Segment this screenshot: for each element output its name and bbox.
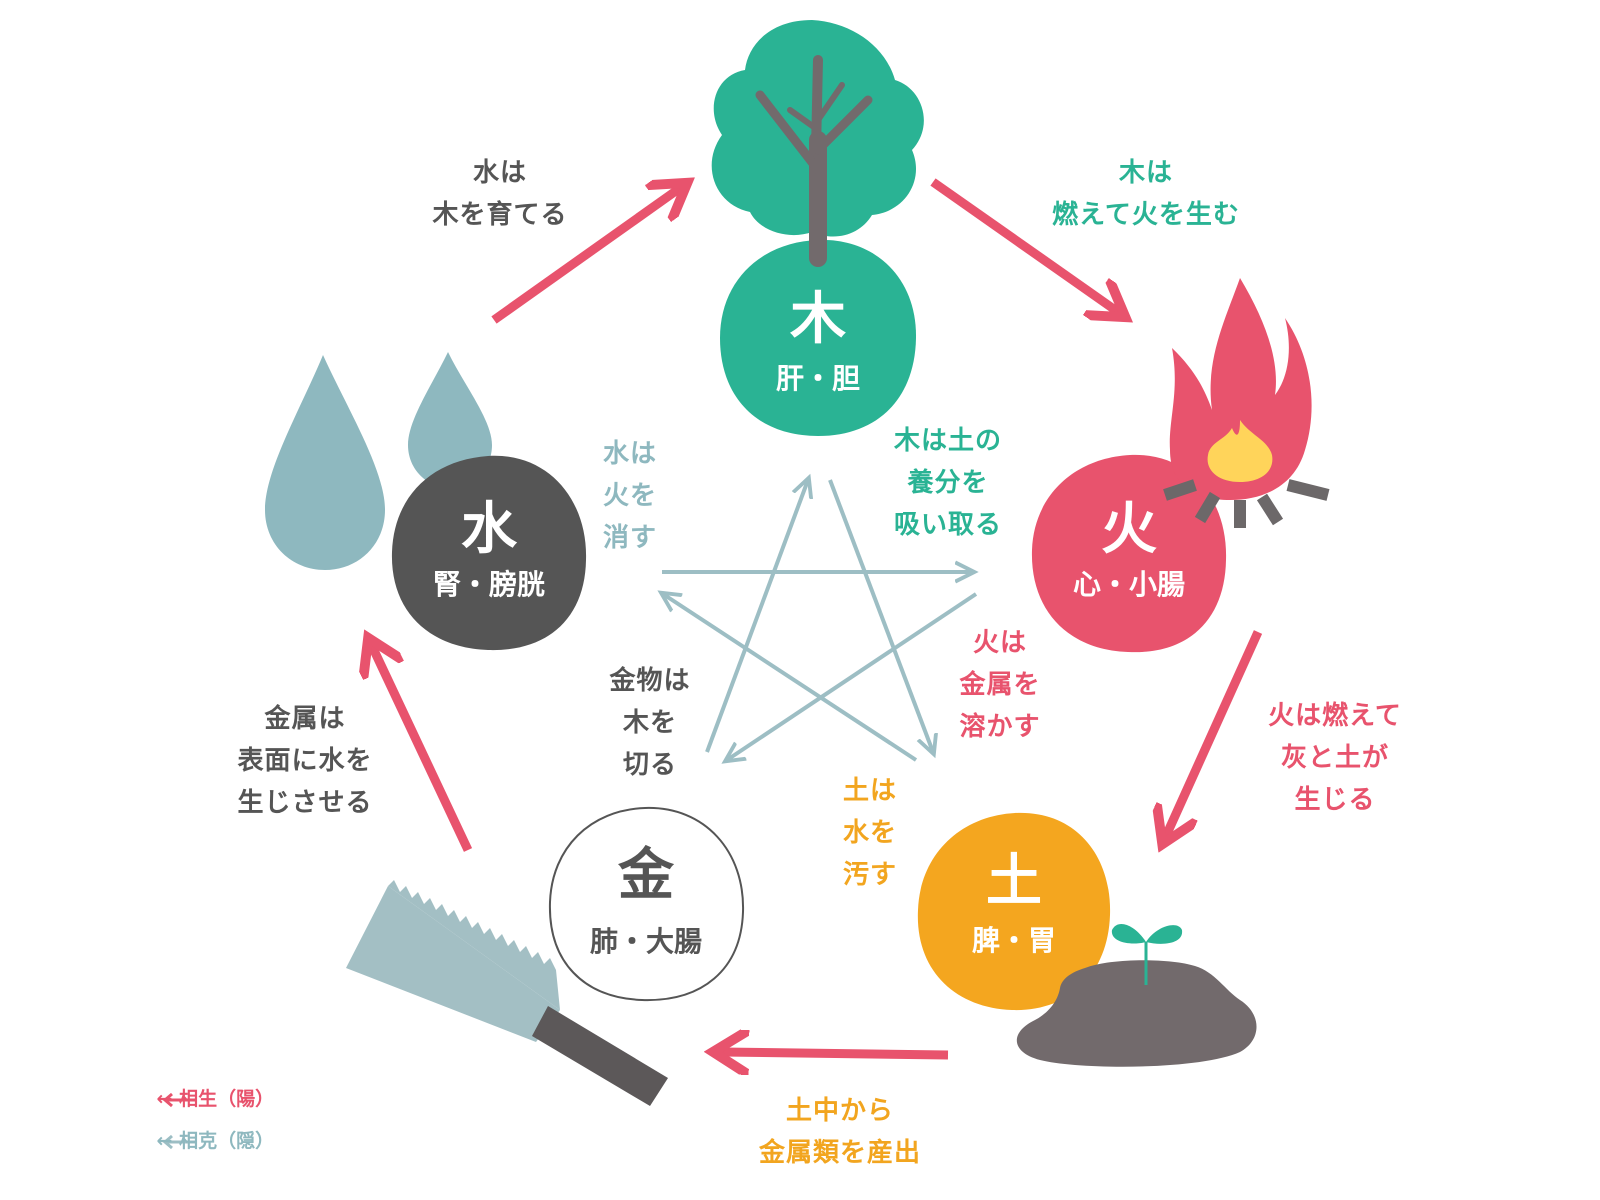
flame (1169, 278, 1312, 500)
label-earth-controls-water: 土は 水を 汚す (842, 776, 897, 890)
label-water-to-wood: 水は 木を育てる (432, 158, 568, 230)
soil-mound (1016, 960, 1257, 1067)
arrow-fire-to-earth (1166, 630, 1263, 836)
water-drop-small (408, 352, 492, 488)
fire-organs: 心・小腸 (1072, 568, 1185, 601)
arrow-wood-controls-earth (828, 479, 933, 752)
fire-symbol: 火 (1101, 497, 1157, 562)
water-organs: 腎・膀胱 (432, 568, 545, 601)
arrow-earth-to-metal (722, 1052, 949, 1055)
arrow-water-to-wood (491, 188, 680, 324)
legend-generate: ← ← 相生（陽） (157, 1087, 275, 1111)
soil-sprout-icon (1016, 923, 1257, 1067)
legend-control: ← ← 相克（隠） (157, 1129, 275, 1153)
controlling-arrows (662, 480, 976, 760)
label-fire-controls-metal: 火は 金属を 溶かす (959, 628, 1041, 742)
saw-blade (346, 886, 560, 1042)
legend-control-label: ← 相克（隠） (156, 1130, 275, 1152)
flame-core (1207, 420, 1273, 482)
label-metal-controls-wood: 金物は 木を 切る (609, 666, 691, 780)
arrow-metal-to-water (372, 646, 473, 852)
earth-symbol: 土 (986, 849, 1042, 914)
arrow-earth-controls-water (663, 594, 918, 762)
metal-symbol: 金 (618, 843, 674, 908)
arrow-metal-controls-wood (705, 480, 808, 753)
fire-icon (1163, 278, 1330, 528)
saw-handle (532, 1006, 668, 1106)
legend-arrows (162, 1092, 196, 1150)
sprout-leaf-left (1111, 923, 1146, 944)
label-wood-controls-earth: 木は土の 養分を 吸い取る (893, 426, 1002, 540)
label-wood-to-fire: 木は 燃えて火を生む (1052, 158, 1240, 230)
wood-organs: 肝・胆 (775, 362, 860, 395)
wood-symbol: 木 (790, 287, 846, 352)
metal-organs: 肺・大腸 (589, 925, 702, 958)
saw-teeth (388, 880, 560, 1010)
wood-circle (720, 239, 917, 436)
water-symbol: 水 (461, 497, 517, 562)
sprout-leaf-right (1146, 925, 1183, 944)
generating-arrows (372, 178, 1263, 1055)
fire-circle (1031, 454, 1227, 653)
water-drop-large (265, 355, 385, 570)
saw-icon (346, 880, 668, 1106)
water-circle (391, 455, 587, 651)
label-earth-to-metal: 土中から 金属類を産出 (758, 1096, 921, 1168)
arrow-fire-controls-metal (727, 592, 978, 760)
water-drops-icon (265, 352, 492, 570)
label-fire-to-earth: 火は燃えて 灰と土が 生じる (1268, 701, 1402, 815)
label-water-controls-fire: 水は 火を 消す (602, 439, 657, 553)
earth-organs: 脾・胃 (971, 924, 1056, 957)
metal-circle (548, 806, 745, 1002)
label-metal-to-water: 金属は 表面に水を 生じさせる (237, 704, 373, 818)
tree-trunk-icon (755, 55, 873, 267)
legend-generate-label: ← 相生（陽） (156, 1088, 275, 1110)
earth-circle (917, 812, 1111, 1011)
arrow-wood-to-fire (930, 178, 1118, 312)
